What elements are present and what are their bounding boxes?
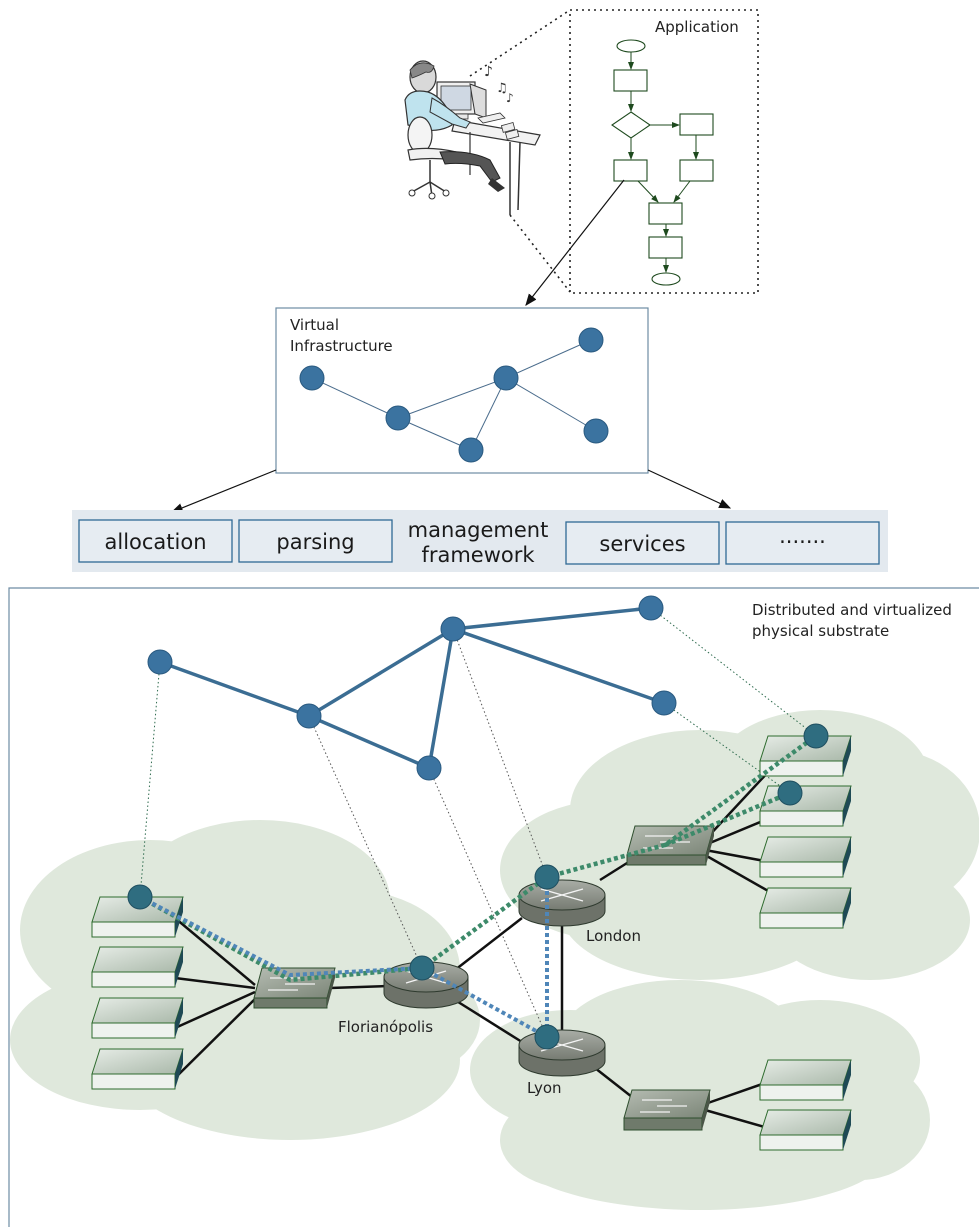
host-server <box>91 997 184 1039</box>
host-server <box>759 1059 852 1101</box>
city-label-london: London <box>586 927 641 945</box>
host-server <box>759 887 852 929</box>
framework-allocation-label: allocation <box>104 530 206 554</box>
virtual-node <box>651 690 677 716</box>
router-florianopolis <box>383 961 469 1009</box>
mapping-lines-green <box>139 607 817 898</box>
host-server <box>759 785 852 827</box>
cloud-london <box>500 710 979 980</box>
framework-box-parsing <box>238 519 393 563</box>
mapping-lines-grey <box>308 628 548 1038</box>
substrate-frame <box>8 587 979 1227</box>
flow-step-right <box>679 113 714 136</box>
city-label-florianopolis: Florianópolis <box>338 1018 433 1036</box>
framework-box-services <box>565 521 720 565</box>
mapped-nodes <box>127 723 829 1050</box>
vi-node <box>583 418 609 444</box>
framework-center-line2: framework <box>421 543 535 567</box>
vi-node <box>385 405 411 431</box>
flow-merge <box>648 202 683 225</box>
flow-start <box>616 39 646 53</box>
flow-step-1 <box>613 69 648 92</box>
hosts-florianopolis <box>91 896 184 1090</box>
vi-node <box>578 327 604 353</box>
vi-to-framework-arrow-right <box>647 469 732 509</box>
vi-nodes <box>299 327 609 463</box>
flow-step-left <box>613 159 648 182</box>
virtual-node <box>440 616 466 642</box>
vi-label-line2: Infrastructure <box>290 337 393 355</box>
physical-substrate-panel: Distributed and virtualized physical sub… <box>8 587 979 1227</box>
vi-to-framework-arrow-left <box>170 469 277 513</box>
management-framework-bar: allocation parsing management framework … <box>72 510 888 572</box>
host-server <box>91 1048 184 1090</box>
application-flowchart <box>611 39 714 286</box>
framework-box-allocation <box>78 519 233 563</box>
virtual-path-blue <box>139 877 549 1039</box>
host-server <box>759 1109 852 1151</box>
virtual-infrastructure-panel: Virtual Infrastructure <box>275 307 649 474</box>
virtual-node <box>296 703 322 729</box>
virtual-network-links <box>159 606 665 770</box>
substrate-label-line2: physical substrate <box>752 622 889 640</box>
virtual-node <box>416 755 442 781</box>
framework-parsing-label: parsing <box>276 530 354 554</box>
switch-florianopolis <box>253 967 336 1009</box>
user-workstation-illustration: ♪ ♫ ♪ <box>404 60 541 215</box>
virtual-node <box>638 595 664 621</box>
vi-links <box>311 339 597 451</box>
mapped-node <box>534 1024 560 1050</box>
svg-text:♪: ♪ <box>506 91 514 105</box>
mapped-node <box>803 723 829 749</box>
vi-node <box>493 365 519 391</box>
hosts-lyon <box>759 1059 852 1151</box>
flow-step-final <box>648 236 683 259</box>
host-server <box>759 836 852 878</box>
mapped-node <box>777 780 803 806</box>
vi-node <box>458 437 484 463</box>
substrate-label-line1: Distributed and virtualized <box>752 601 952 619</box>
vi-node <box>299 365 325 391</box>
application-label: Application <box>655 18 739 36</box>
zoom-line-bottom <box>509 214 571 293</box>
svg-text:♪: ♪ <box>484 64 493 80</box>
physical-links <box>174 769 771 1130</box>
flow-step-right-2 <box>679 159 714 182</box>
cloud-florianopolis <box>10 820 480 1140</box>
framework-box-more <box>725 521 880 565</box>
framework-more-label: ······· <box>779 530 826 554</box>
mapped-node <box>127 884 153 910</box>
mapped-node <box>409 955 435 981</box>
zoom-line-top <box>469 9 571 77</box>
framework-center-line1: management <box>408 518 549 542</box>
application-panel: Application <box>569 9 759 294</box>
virtual-network-nodes <box>147 595 677 781</box>
switch-lyon <box>623 1089 711 1131</box>
mapped-node <box>534 864 560 890</box>
app-to-vi-arrow <box>525 179 625 306</box>
flow-end <box>651 272 681 286</box>
vi-label-line1: Virtual <box>290 316 339 334</box>
svg-text:♫: ♫ <box>496 81 508 96</box>
host-server <box>91 946 184 988</box>
router-lyon <box>518 1029 606 1077</box>
virtual-node <box>147 649 173 675</box>
city-label-lyon: Lyon <box>527 1079 562 1097</box>
framework-services-label: services <box>599 532 685 556</box>
